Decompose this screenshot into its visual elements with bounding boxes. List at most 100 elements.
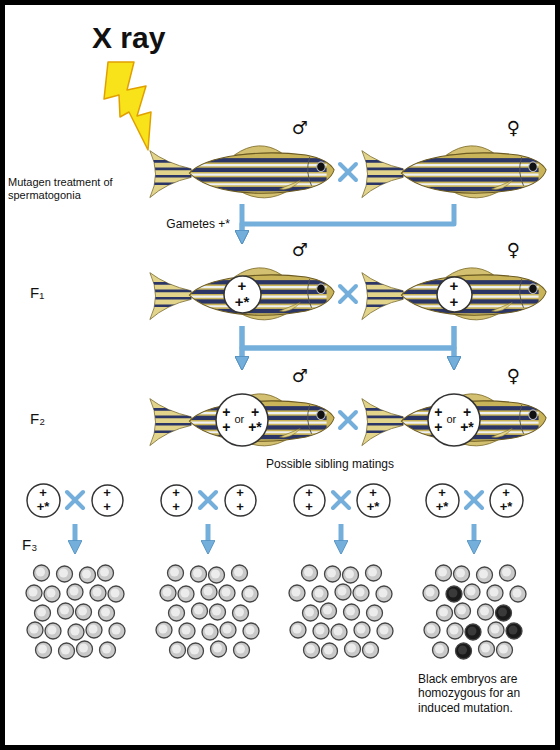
allele-text: + — [236, 486, 244, 500]
allele-text: + — [438, 486, 446, 500]
embryo-outer — [232, 565, 248, 581]
allele-text: + — [236, 500, 244, 514]
genotype-circle: ++* — [223, 275, 262, 314]
embryo-outer — [478, 604, 494, 620]
allele-text: + — [434, 405, 442, 420]
body-stripes — [398, 406, 539, 439]
embryo-inner — [194, 606, 203, 615]
sex-symbol: ♂ — [292, 240, 308, 261]
allele-text: + — [369, 486, 377, 500]
silver-stripe — [186, 174, 327, 176]
genotype-column: ++ — [172, 486, 180, 513]
sex-symbol: ♀ — [507, 240, 520, 261]
embryo-inner — [181, 589, 190, 598]
embryo-outer — [201, 584, 217, 600]
embryo-inner — [356, 588, 365, 597]
genotype-column: ++* — [235, 278, 250, 310]
embryo — [465, 624, 481, 640]
cross-stroke — [200, 492, 216, 508]
cross-stroke — [340, 412, 356, 428]
pectoral-fin — [492, 429, 513, 438]
embryo — [325, 566, 341, 582]
embryo-outer — [367, 605, 383, 621]
embryo — [302, 565, 318, 581]
embryo-inner — [323, 606, 332, 615]
embryo-inner — [513, 589, 522, 598]
tail-stripes — [360, 409, 405, 431]
embryo-inner — [305, 608, 314, 617]
allele-text: + — [172, 486, 180, 500]
embryo-inner — [499, 645, 508, 654]
silver-stripe — [398, 164, 539, 166]
embryo — [464, 584, 480, 600]
tail-stripe — [360, 182, 405, 185]
body-stripe — [186, 168, 327, 172]
allele-text: + — [238, 278, 247, 294]
embryo-outer — [68, 624, 84, 640]
embryo-outer — [366, 565, 382, 581]
genotype-circle-shape — [216, 394, 268, 446]
embryo-outer — [90, 585, 106, 601]
embryo-outer — [289, 585, 305, 601]
embryo-outer — [510, 586, 526, 602]
embryo — [377, 623, 393, 639]
embryo-outer — [220, 622, 236, 638]
embryo-inner — [100, 568, 109, 577]
fish-outline — [401, 153, 546, 193]
genotype-text-group: ++* — [436, 486, 449, 513]
embryo — [433, 642, 449, 658]
genotype-circle: ++ — [224, 484, 257, 517]
embryo-outer — [479, 641, 495, 657]
cross-symbol — [67, 492, 83, 508]
allele-text: + — [450, 278, 459, 294]
embryo-outer — [363, 642, 379, 658]
embryo — [86, 622, 102, 638]
fish-eye — [317, 284, 325, 294]
embryo — [496, 605, 512, 621]
embryo — [304, 642, 320, 658]
tail-stripe — [360, 304, 405, 307]
embryo — [202, 624, 218, 640]
embryo-outer — [313, 623, 329, 639]
tail-fin — [362, 151, 403, 198]
genotype-text-group: ++ — [450, 278, 459, 310]
cross-stroke — [200, 492, 216, 508]
embryo-inner — [246, 626, 255, 635]
zebrafish: ♀++or++* — [360, 370, 548, 452]
genotype-text-group: ++ — [172, 486, 180, 513]
embryo — [109, 623, 125, 639]
tail-fin — [150, 151, 191, 198]
embryo-inner — [458, 646, 467, 655]
embryo-inner — [82, 570, 91, 579]
embryo-outer — [109, 623, 125, 639]
embryo-outer — [80, 567, 96, 583]
embryo-inner — [29, 588, 38, 597]
embryo-inner — [327, 569, 336, 578]
fish-eye — [317, 410, 325, 420]
embryo-outer — [202, 624, 218, 640]
embryo — [44, 586, 60, 602]
gill-line — [520, 405, 524, 434]
gill-line — [308, 405, 312, 434]
sex-symbol: ♂ — [292, 118, 308, 139]
cross-stroke — [466, 492, 482, 508]
embryo — [243, 623, 259, 639]
embryo-outer — [377, 623, 393, 639]
allele-text: +* — [460, 420, 474, 435]
generation-arrow — [339, 524, 344, 546]
gill-line — [520, 157, 524, 186]
zebrafish-drawing — [148, 140, 336, 204]
embryo-outer — [424, 622, 440, 638]
embryo-inner — [212, 607, 221, 616]
embryo-outer — [243, 623, 259, 639]
embryo — [108, 586, 124, 602]
embryo-outer — [325, 566, 341, 582]
embryo-outer — [353, 585, 369, 601]
treatment-note: Mutagen treatment of spermatogonia — [8, 176, 132, 202]
edge-label: Gametes +* — [164, 217, 232, 231]
embryo-outer — [178, 586, 194, 602]
allele-text: + — [222, 420, 230, 435]
genotype-column: ++ — [222, 405, 230, 434]
tail-stripe — [148, 175, 193, 178]
tail-stripes — [360, 283, 405, 305]
